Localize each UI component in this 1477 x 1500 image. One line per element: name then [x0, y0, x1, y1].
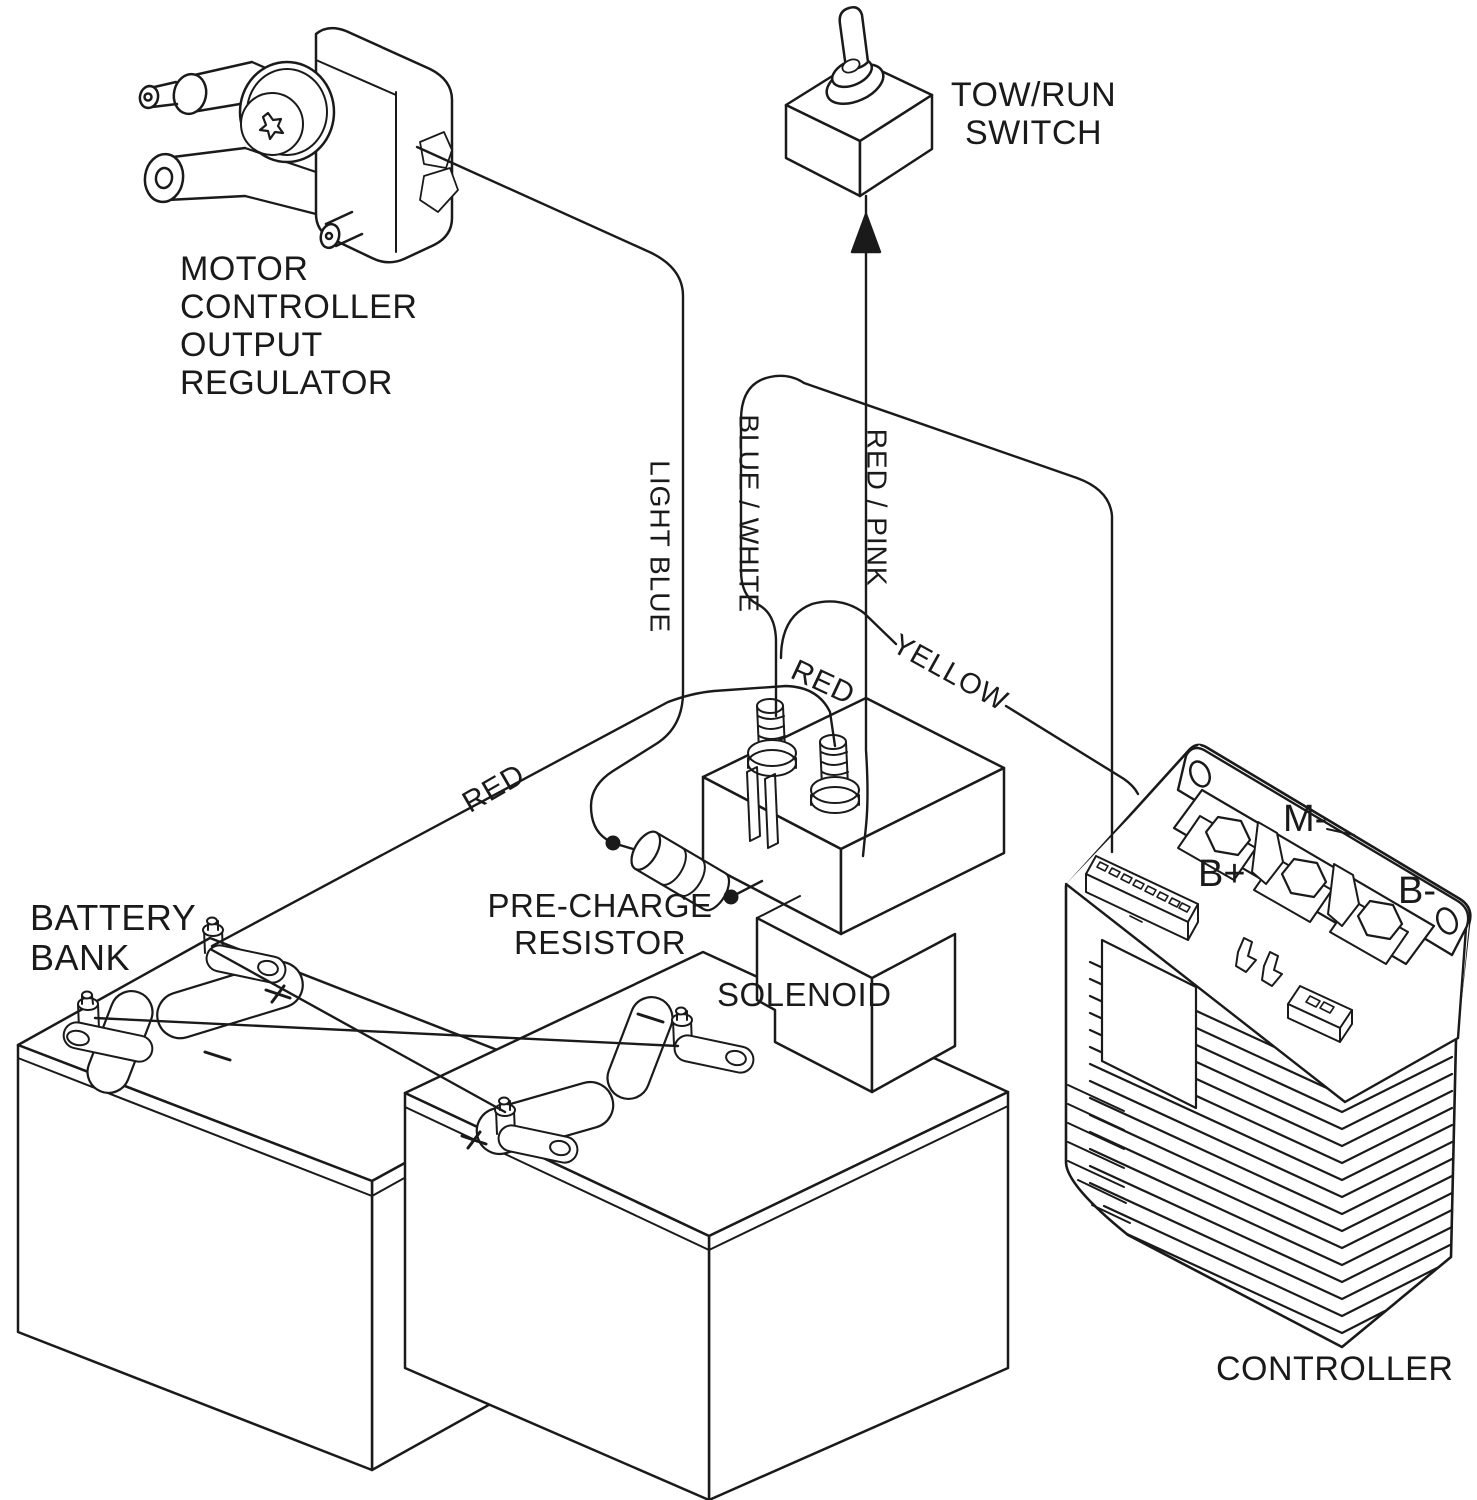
battery-cable [210, 948, 507, 1114]
m-minus-leader [1326, 828, 1355, 836]
terminal-label-m-minus: M- [1283, 798, 1328, 840]
wire-yellow [1004, 704, 1140, 796]
b-minus-bolt [1356, 899, 1404, 941]
junction-dot [723, 889, 739, 905]
wires [210, 145, 1355, 948]
controller-connector [1085, 855, 1199, 941]
battery-minus-mark [203, 1050, 232, 1062]
wire-red-battery [210, 684, 837, 948]
solenoid-label: SOLENOID [717, 976, 892, 1013]
controller-label: CONTROLLER [1216, 1350, 1454, 1388]
m-minus-bolt [1280, 857, 1328, 899]
tab-terminal [1235, 937, 1257, 973]
battery-minus-mark [636, 1012, 665, 1024]
side-fins [1067, 1084, 1131, 1224]
battery-bank-label: BATTERY BANK [30, 897, 197, 979]
battery-plus-mark [460, 1130, 488, 1150]
tab-terminal [1261, 951, 1283, 987]
wire-label-red-pink: RED / PINK [861, 428, 893, 587]
pre-charge-resistor-graphic [630, 830, 731, 912]
wire-red-pink [861, 194, 869, 858]
tow-run-switch-label: TOW/RUN SWITCH [950, 76, 1117, 153]
junction-dot [605, 835, 621, 851]
terminal-label-b-minus: B- [1398, 870, 1436, 912]
regulator-label: MOTOR CONTROLLER OUTPUT REGULATOR [180, 250, 418, 403]
arrow-up [850, 212, 882, 254]
regulator-graphic [138, 26, 459, 264]
pre-charge-resistor-label: PRE-CHARGE RESISTOR [487, 887, 713, 961]
b-plus-bolt [1204, 815, 1252, 857]
torx-star [258, 111, 285, 141]
wire-light-blue [415, 145, 685, 845]
wire-blue-white [739, 374, 1114, 854]
controller-graphic [1064, 743, 1472, 1349]
wire-yellow [779, 600, 898, 660]
terminal-label-b-plus: B+ [1198, 853, 1246, 895]
dip-block [1287, 985, 1353, 1043]
wire-label-light-blue: LIGHT BLUE [644, 460, 676, 634]
battery-cable [93, 1016, 680, 1048]
tow-run-switch-graphic [784, 6, 934, 198]
wire-label-blue-white: BLUE / WHITE [733, 414, 765, 614]
